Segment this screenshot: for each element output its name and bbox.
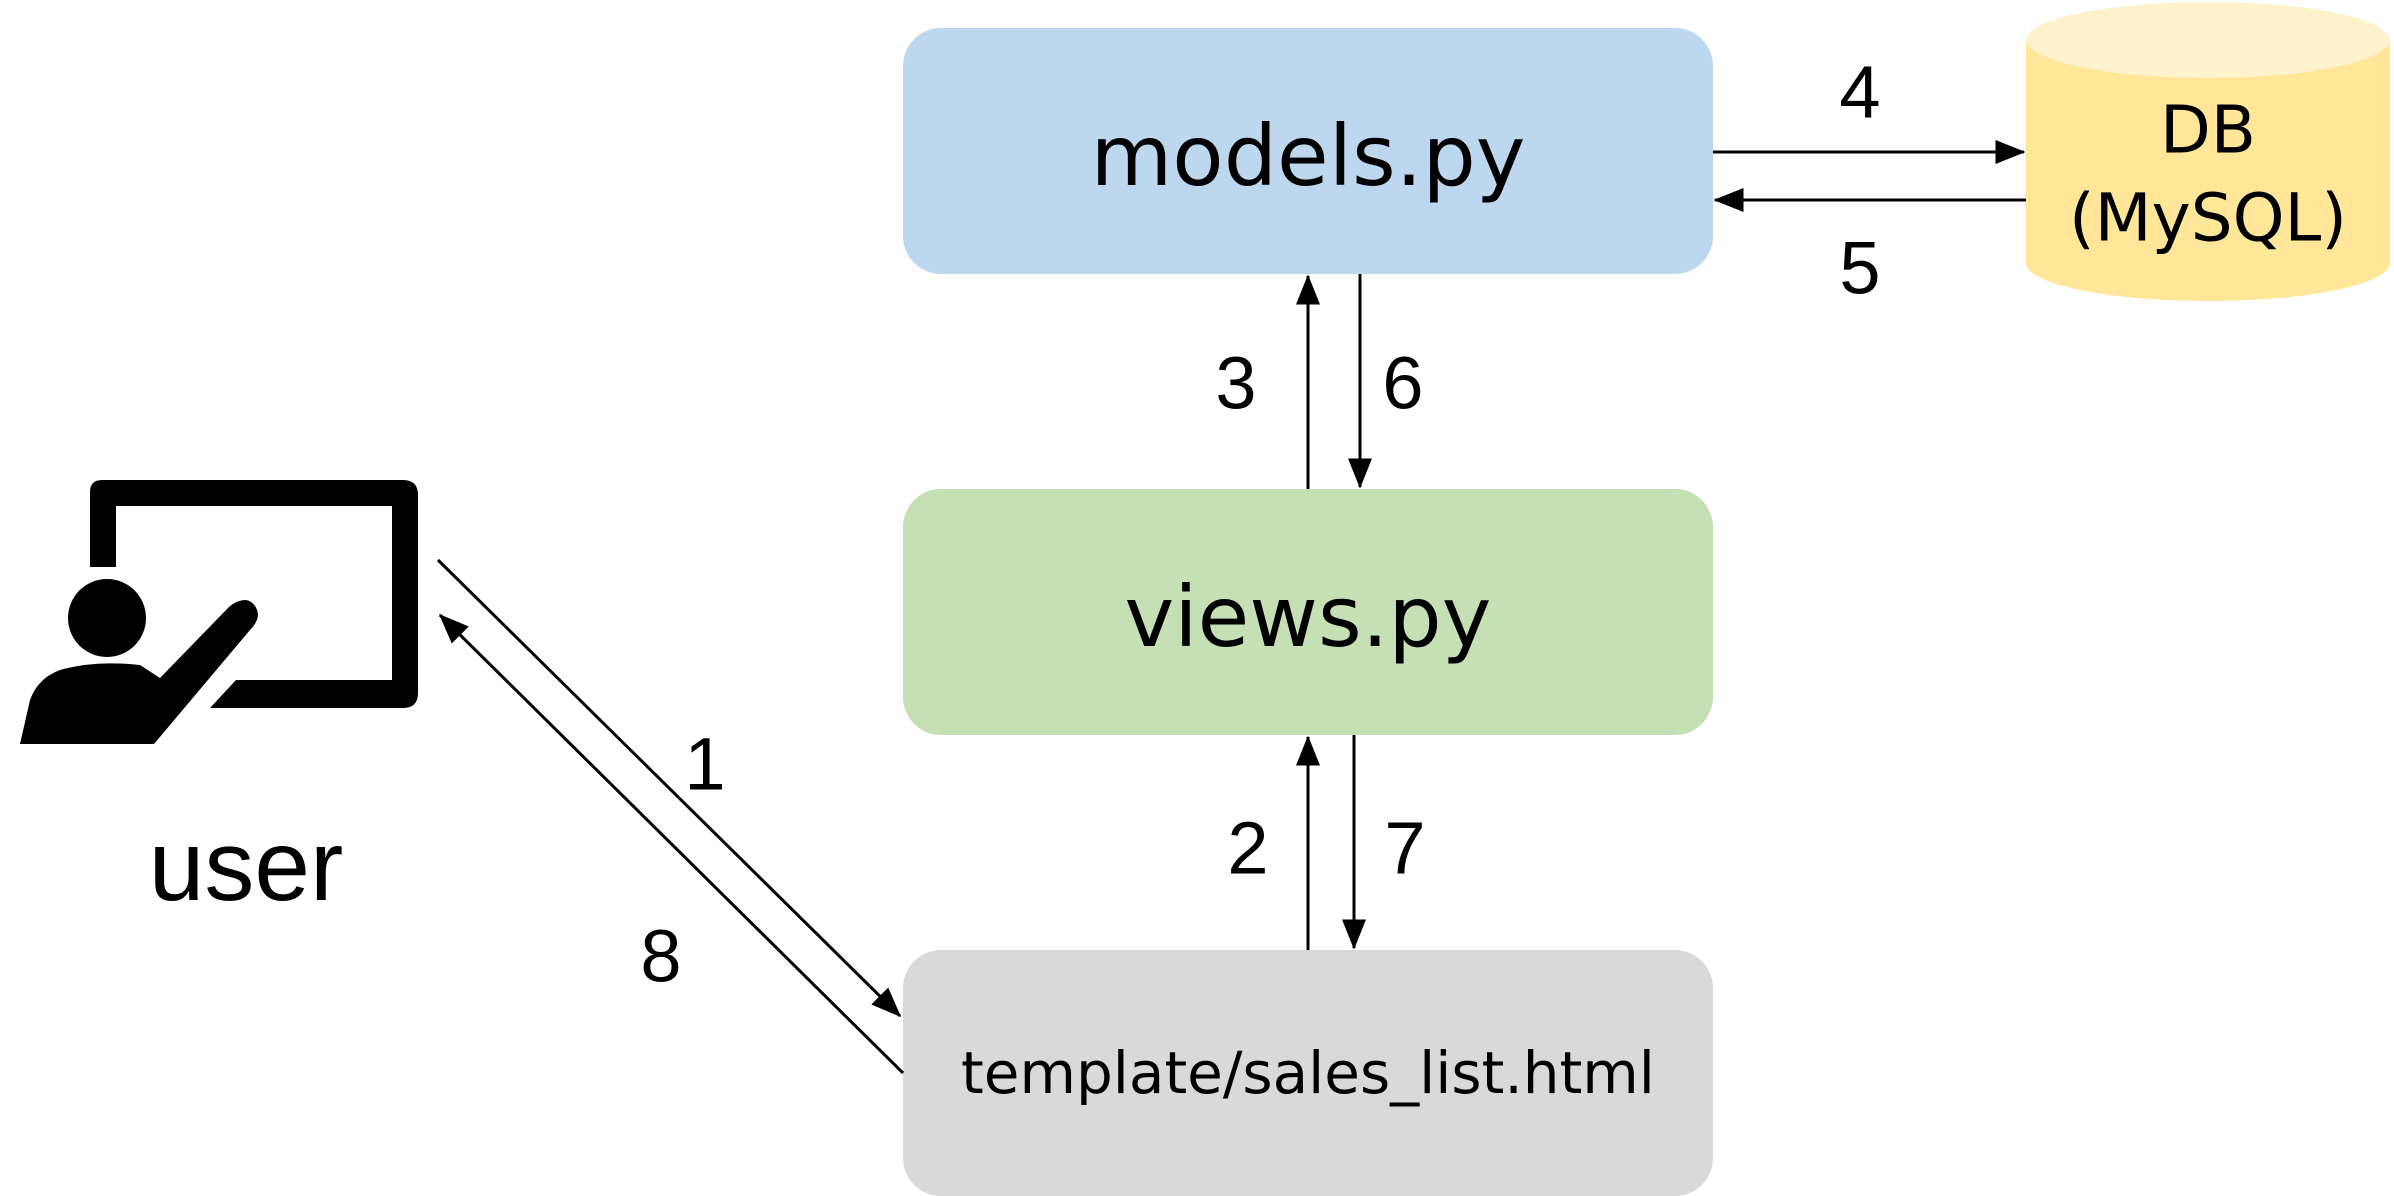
presenter-body (20, 600, 258, 744)
template-box-label: template/sales_list.html (961, 1039, 1655, 1107)
presenter-at-board-icon (20, 480, 418, 744)
step-label-8: 8 (640, 915, 681, 998)
database-label-line1: DB (2160, 92, 2256, 169)
database-label-line2: (MySQL) (2069, 180, 2347, 257)
step-label-7: 7 (1384, 807, 1425, 890)
database-cylinder-body (2026, 40, 2390, 301)
arrow-1-user-to-template (436, 558, 902, 1018)
step-label-2: 2 (1227, 807, 1268, 890)
models-box-label: models.py (1090, 107, 1525, 205)
template-box-shape (903, 950, 1713, 1196)
models-box: models.py (903, 28, 1713, 274)
views-box: views.py (903, 489, 1713, 735)
step-label-4: 4 (1839, 51, 1880, 134)
step-label-3: 3 (1215, 342, 1256, 425)
views-box-label: views.py (1125, 568, 1492, 666)
models-box-shape (903, 28, 1713, 274)
presenter-head (68, 579, 146, 657)
user-label: user (149, 810, 344, 922)
template-box: template/sales_list.html (903, 950, 1713, 1196)
board-frame (90, 480, 418, 708)
views-box-shape (903, 489, 1713, 735)
database-cylinder: DB (MySQL) (2026, 2, 2390, 301)
step-label-1: 1 (684, 723, 725, 806)
step-label-6: 6 (1382, 342, 1423, 425)
arrow-8-template-to-user (438, 613, 905, 1075)
database-cylinder-top (2026, 2, 2390, 78)
step-label-5: 5 (1839, 227, 1880, 310)
